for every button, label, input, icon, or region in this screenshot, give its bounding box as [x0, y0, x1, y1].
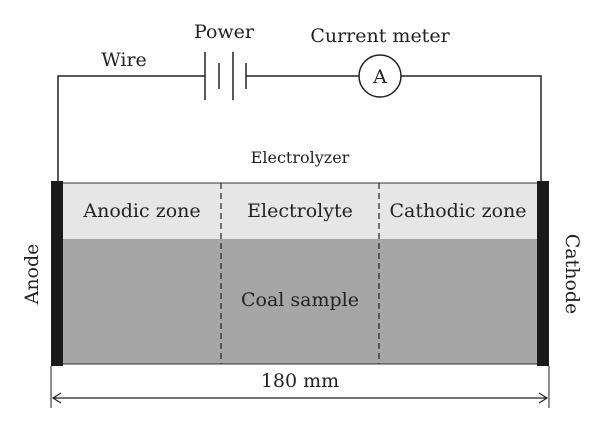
electrolyte-layer — [62, 183, 538, 239]
ammeter-icon: A — [358, 54, 402, 98]
electrolyzer-label: Electrolyzer — [251, 148, 350, 167]
dimension-label: 180 mm — [261, 370, 339, 392]
circuit-wire-right — [401, 75, 542, 183]
anodic-zone-label: Anodic zone — [82, 200, 200, 222]
cathode-electrode — [537, 181, 549, 366]
coal-sample-label: Coal sample — [241, 289, 359, 311]
anode-electrode — [51, 181, 63, 366]
circuit-wire — [57, 75, 205, 183]
coal-sample-layer — [62, 239, 538, 364]
wire-label: Wire — [101, 49, 147, 71]
power-label: Power — [194, 21, 255, 43]
battery-icon — [204, 52, 247, 100]
dimension-line — [50, 366, 550, 408]
cathodic-zone-label: Cathodic zone — [389, 200, 526, 222]
electrolyte-label: Electrolyte — [247, 200, 353, 222]
anode-label: Anode — [21, 244, 43, 306]
cathode-label: Cathode — [561, 234, 583, 315]
current-meter-label: Current meter — [310, 25, 450, 47]
ammeter-symbol: A — [372, 66, 387, 88]
